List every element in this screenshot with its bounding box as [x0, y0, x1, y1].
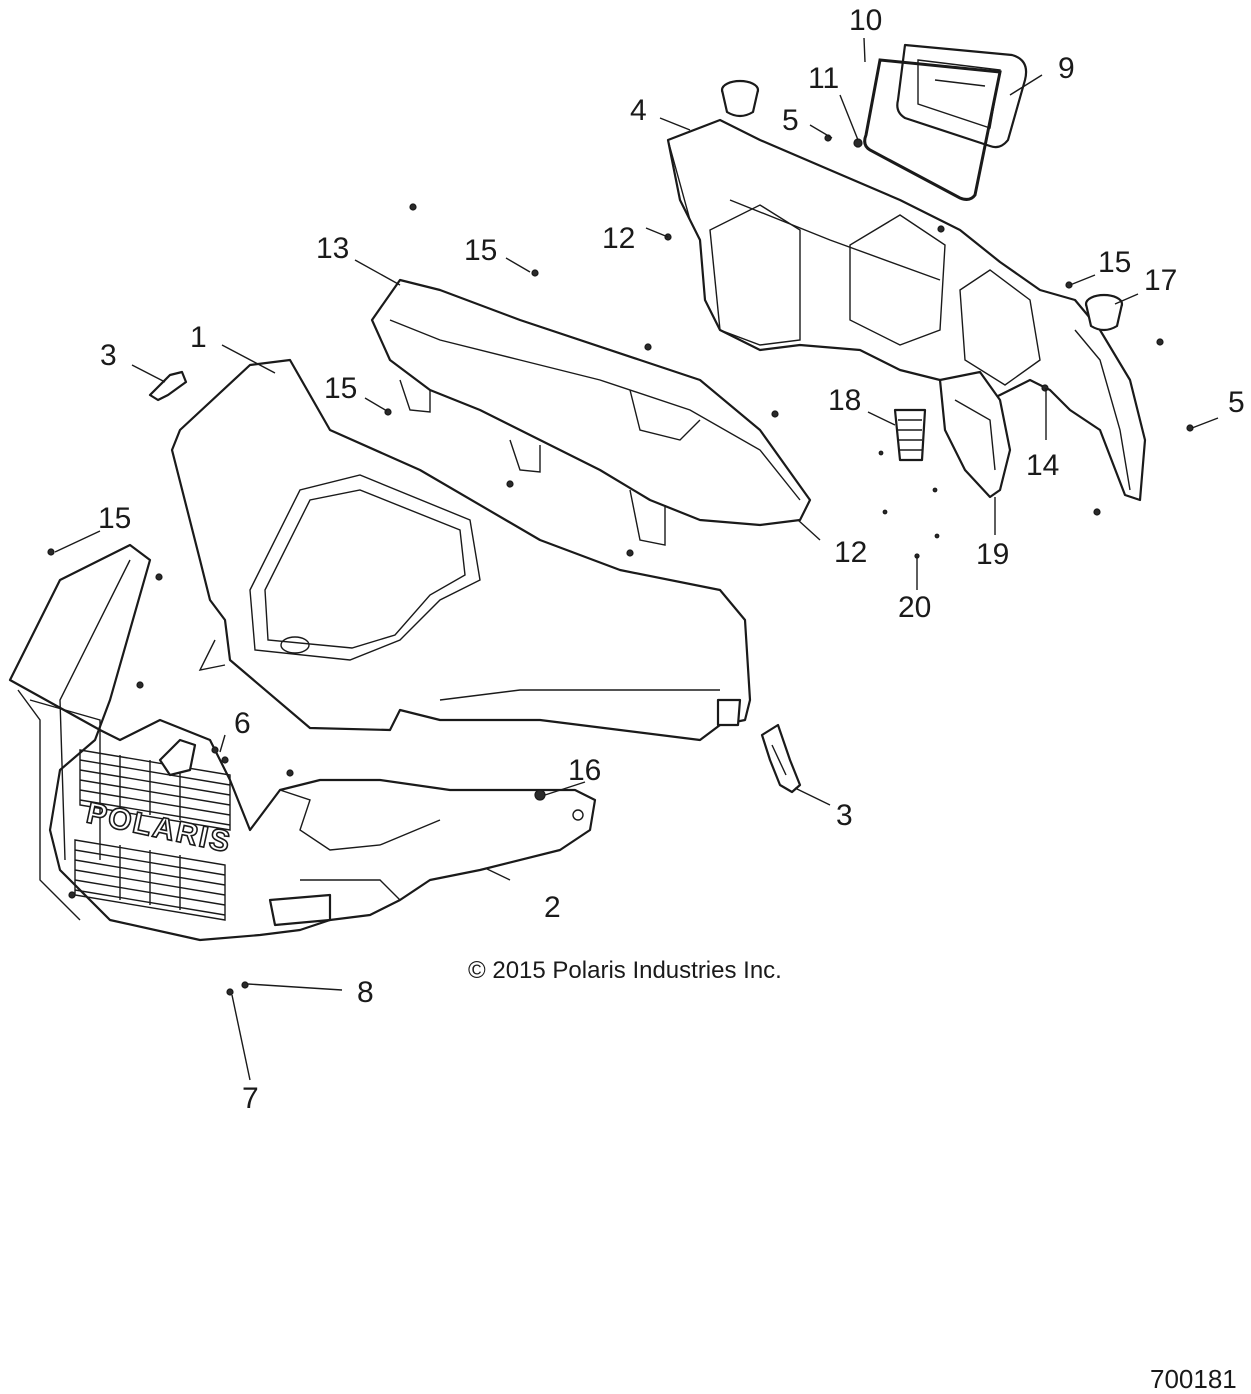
callout-17: 17	[1144, 264, 1177, 297]
callout-12-bottom: 12	[834, 536, 867, 569]
front-fascia-part	[8, 543, 597, 942]
callout-15-a: 15	[464, 234, 497, 267]
callout-labels: 1 2 3 3 4 5 5 6 7 8 9 10 11 12 12 13 14 …	[98, 4, 1245, 1115]
hood-latch-part	[158, 738, 197, 777]
grab-handle-left-part	[148, 370, 188, 402]
cup-holder-part	[720, 79, 1124, 332]
leader-lines	[54, 37, 1219, 1081]
callout-4: 4	[630, 94, 647, 127]
callout-15-d: 15	[1098, 246, 1131, 279]
callout-7: 7	[242, 1082, 259, 1115]
callout-11: 11	[808, 62, 839, 95]
copyright-notice: © 2015 Polaris Industries Inc.	[468, 957, 782, 984]
callout-5-right: 5	[1228, 386, 1245, 419]
callout-3-right: 3	[836, 799, 853, 832]
callout-9: 9	[1058, 52, 1075, 85]
callout-5-top: 5	[782, 104, 799, 137]
grab-handle-right-part	[760, 723, 802, 794]
hood-support-part	[370, 278, 812, 546]
callout-8: 8	[357, 976, 374, 1009]
callout-16: 16	[568, 754, 601, 787]
callout-6: 6	[234, 707, 251, 740]
callout-1: 1	[190, 321, 207, 354]
callout-10: 10	[849, 4, 882, 37]
grille-part	[74, 749, 231, 921]
hood-part	[170, 358, 752, 742]
callout-15-b: 15	[324, 372, 357, 405]
figure-id: 700181	[1150, 1364, 1237, 1394]
callout-20: 20	[898, 591, 931, 624]
vent-part	[893, 408, 927, 462]
callout-14: 14	[1026, 449, 1059, 482]
callout-3-left: 3	[100, 339, 117, 372]
callout-19: 19	[976, 538, 1009, 571]
callout-15-c: 15	[98, 502, 131, 535]
door-seal-part	[863, 58, 1002, 201]
callout-12-top: 12	[602, 222, 635, 255]
callout-18: 18	[828, 384, 861, 417]
callout-2: 2	[544, 891, 561, 924]
callout-13: 13	[316, 232, 349, 265]
dash-lower-panel-part	[938, 370, 1012, 499]
dash-panel-part	[666, 118, 1147, 502]
storage-door-part	[896, 43, 1028, 149]
